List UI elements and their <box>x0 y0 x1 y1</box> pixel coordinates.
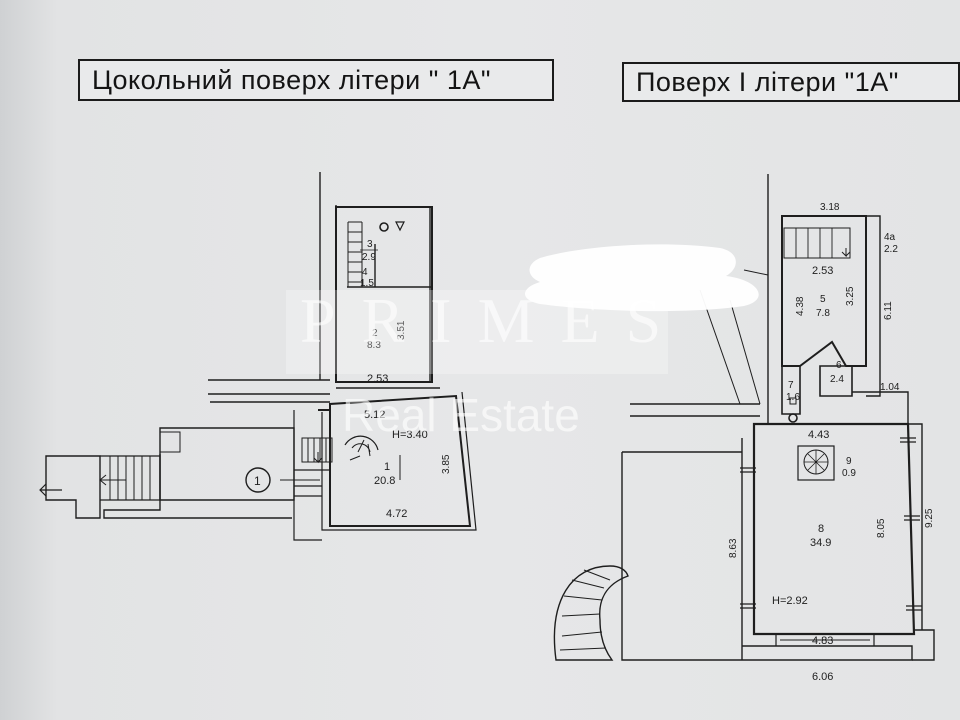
dim-3-25: 3.25 <box>845 286 856 306</box>
redaction-blur <box>525 244 759 312</box>
fixture-icon <box>379 222 389 232</box>
arrow-icon <box>99 474 126 486</box>
dim-8-05: 8.05 <box>876 518 887 538</box>
basement-labels: 3 2.9 4 1.5 2 8.3 3.51 2.53 5.12 H=3.40 … <box>254 239 452 520</box>
fixture-icon <box>789 397 797 405</box>
room-2-number: 2 <box>372 328 378 339</box>
room-8-area: 34.9 <box>810 537 831 549</box>
room-2-area: 8.3 <box>367 340 381 351</box>
room-8-outline <box>752 422 916 636</box>
dim-4-72: 4.72 <box>386 508 407 520</box>
dim-2-53: 2.53 <box>367 373 388 385</box>
room-9-outline <box>797 445 835 481</box>
room-5-number: 5 <box>820 294 826 305</box>
watermark-band <box>286 290 668 374</box>
entrance-stair <box>100 455 161 501</box>
wall-line <box>293 410 330 541</box>
dim-6-06: 6.06 <box>812 671 833 683</box>
arrow-icon <box>313 452 323 464</box>
room-8-height: H=2.92 <box>772 595 808 607</box>
stair-hatch <box>109 456 151 500</box>
toilet-icon <box>788 413 798 423</box>
watermark-subtitle: Real Estate <box>342 389 580 441</box>
room-4-number: 4 <box>362 267 368 278</box>
floor1-title: Поверх І літери "1А" <box>622 62 960 102</box>
entrance-block <box>45 455 101 519</box>
fixture-icon <box>395 221 405 232</box>
wall-line <box>775 634 875 646</box>
room-1-area: 20.8 <box>374 475 395 487</box>
room-6-area: 2.4 <box>830 374 844 385</box>
stair-hatch <box>347 221 363 287</box>
basement-plan <box>39 172 477 541</box>
wall-line <box>743 269 769 276</box>
basement-title: Цокольний поверх літери " 1А" <box>78 59 554 101</box>
room-1-outline <box>318 394 472 527</box>
room-3-area: 2.9 <box>362 252 376 263</box>
room-5-area: 7.8 <box>816 308 830 319</box>
room-9-area: 0.9 <box>842 468 856 479</box>
room-1-number: 1 <box>384 461 390 473</box>
room-5-outline <box>781 215 867 367</box>
room-4-area: 1.5 <box>360 278 374 289</box>
entrance-arrow-icon <box>39 483 62 497</box>
wall-line <box>742 645 913 661</box>
room-6-number: 6 <box>836 360 842 371</box>
spiral-stair <box>349 439 371 461</box>
room-8-number: 8 <box>818 523 824 535</box>
basement-title-text: Цокольний поверх літери " 1А" <box>92 64 491 95</box>
room-4a-area: 2.2 <box>884 244 898 255</box>
room-3-number: 3 <box>367 239 373 250</box>
dim-9-25: 9.25 <box>924 508 935 528</box>
dim-3-51: 3.51 <box>396 320 407 340</box>
diagonal-line <box>729 299 761 405</box>
floor1-labels: 3.18 4а 2.2 2.53 4.38 3.25 6.11 5 7.8 6 … <box>728 202 935 683</box>
dim-3-85: 3.85 <box>441 454 452 474</box>
floor1-plan <box>553 174 935 661</box>
external-spiral-stair <box>553 565 629 661</box>
room-4a-number: 4а <box>884 232 896 243</box>
dim-1-04: 1.04 <box>880 382 900 393</box>
dim-6-11: 6.11 <box>883 301 894 320</box>
room-7-number: 7 <box>788 380 794 391</box>
annex-outline <box>621 451 742 661</box>
wall-line <box>908 423 923 630</box>
wall-line <box>866 215 881 397</box>
room-1-outer-wall <box>321 391 477 531</box>
wall-line <box>103 454 292 519</box>
floor1-title-text: Поверх І літери "1А" <box>636 66 899 97</box>
watermark-brand: PRIMES <box>300 285 688 356</box>
dim-4-83: 4.83 <box>812 635 833 647</box>
stair-hatch <box>559 569 611 651</box>
wall-line <box>912 629 935 661</box>
room-7-area: 1.6 <box>786 392 800 403</box>
dim-2-53: 2.53 <box>812 265 833 277</box>
arrow-icon <box>841 248 851 258</box>
wall-line <box>852 391 909 424</box>
wall-line <box>159 431 181 453</box>
stair-hatch <box>795 228 833 258</box>
dim-5-12: 5.12 <box>364 409 385 421</box>
stair-hatch <box>301 437 333 463</box>
dim-4-38: 4.38 <box>795 296 806 316</box>
room-6-outline <box>819 365 853 397</box>
stair-block <box>783 227 851 259</box>
room-9-number: 9 <box>846 456 852 467</box>
dim-4-43: 4.43 <box>808 429 829 441</box>
dim-8-63: 8.63 <box>728 538 739 558</box>
window-marks <box>740 437 922 611</box>
spiral-stair <box>344 435 379 451</box>
spiral-stair-icon <box>804 450 828 474</box>
marker-circle <box>245 467 271 493</box>
dim-3-18: 3.18 <box>820 202 840 213</box>
room-1-height: H=3.40 <box>392 429 428 441</box>
marker-label: 1 <box>254 474 261 488</box>
